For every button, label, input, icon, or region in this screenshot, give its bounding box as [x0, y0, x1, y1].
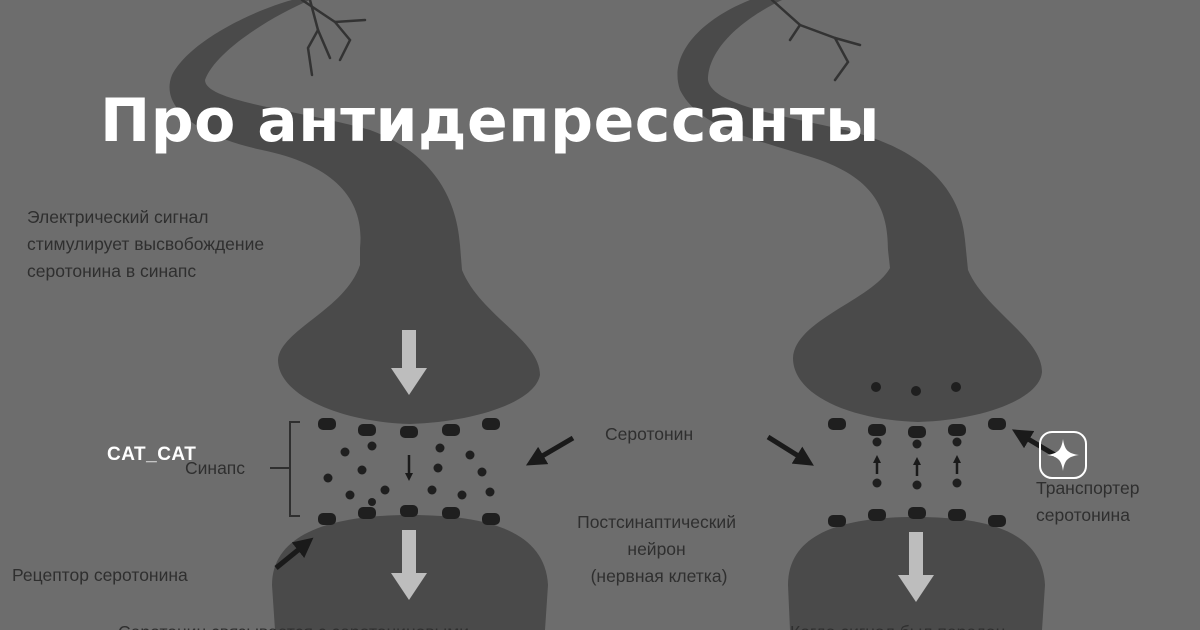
- signal-label: Электрический сигнал стимулирует высвобо…: [27, 207, 269, 281]
- receptor-pointer-icon: [274, 537, 314, 570]
- left-membrane-pads: [318, 418, 500, 525]
- right-vesicles: [871, 382, 961, 396]
- receptor-label: Рецептор серотонина: [12, 565, 188, 585]
- serotonin-pointer-left-icon: [525, 435, 575, 466]
- bottom-caption-left: Серотонин связывается с серотониновыми: [118, 622, 469, 630]
- transporter-label: Транспортер серотонина: [1036, 478, 1144, 525]
- author-name[interactable]: CAT_CAT: [107, 444, 197, 465]
- four-point-sparkle-icon: [1039, 431, 1087, 479]
- right-presynaptic-neuron: [677, 0, 1042, 422]
- left-serotonin-dots: [323, 441, 495, 506]
- signal-down-arrow-icon: [391, 330, 427, 395]
- reuptake-arrows-icon: [872, 437, 962, 490]
- right-membrane-pads: [828, 418, 1006, 527]
- transporter-pointer-icon: [1011, 429, 1057, 458]
- signal-down-arrow-right-icon: [898, 532, 934, 602]
- post-title: Про антидепрессанты: [100, 86, 880, 156]
- synapse-bracket: [270, 421, 300, 517]
- serotonin-label: Серотонин: [605, 424, 693, 444]
- bottom-caption-right: Когда сигнал был передан: [790, 622, 1005, 630]
- serotonin-pointer-right-icon: [766, 434, 814, 466]
- left-presynaptic-neuron: [169, 0, 540, 424]
- signal-down-arrow-bottom-icon: [391, 530, 427, 600]
- synapse-label: Синапс: [185, 458, 245, 478]
- postsynaptic-label: Постсинаптический нейрон (нервная клетка…: [577, 512, 741, 586]
